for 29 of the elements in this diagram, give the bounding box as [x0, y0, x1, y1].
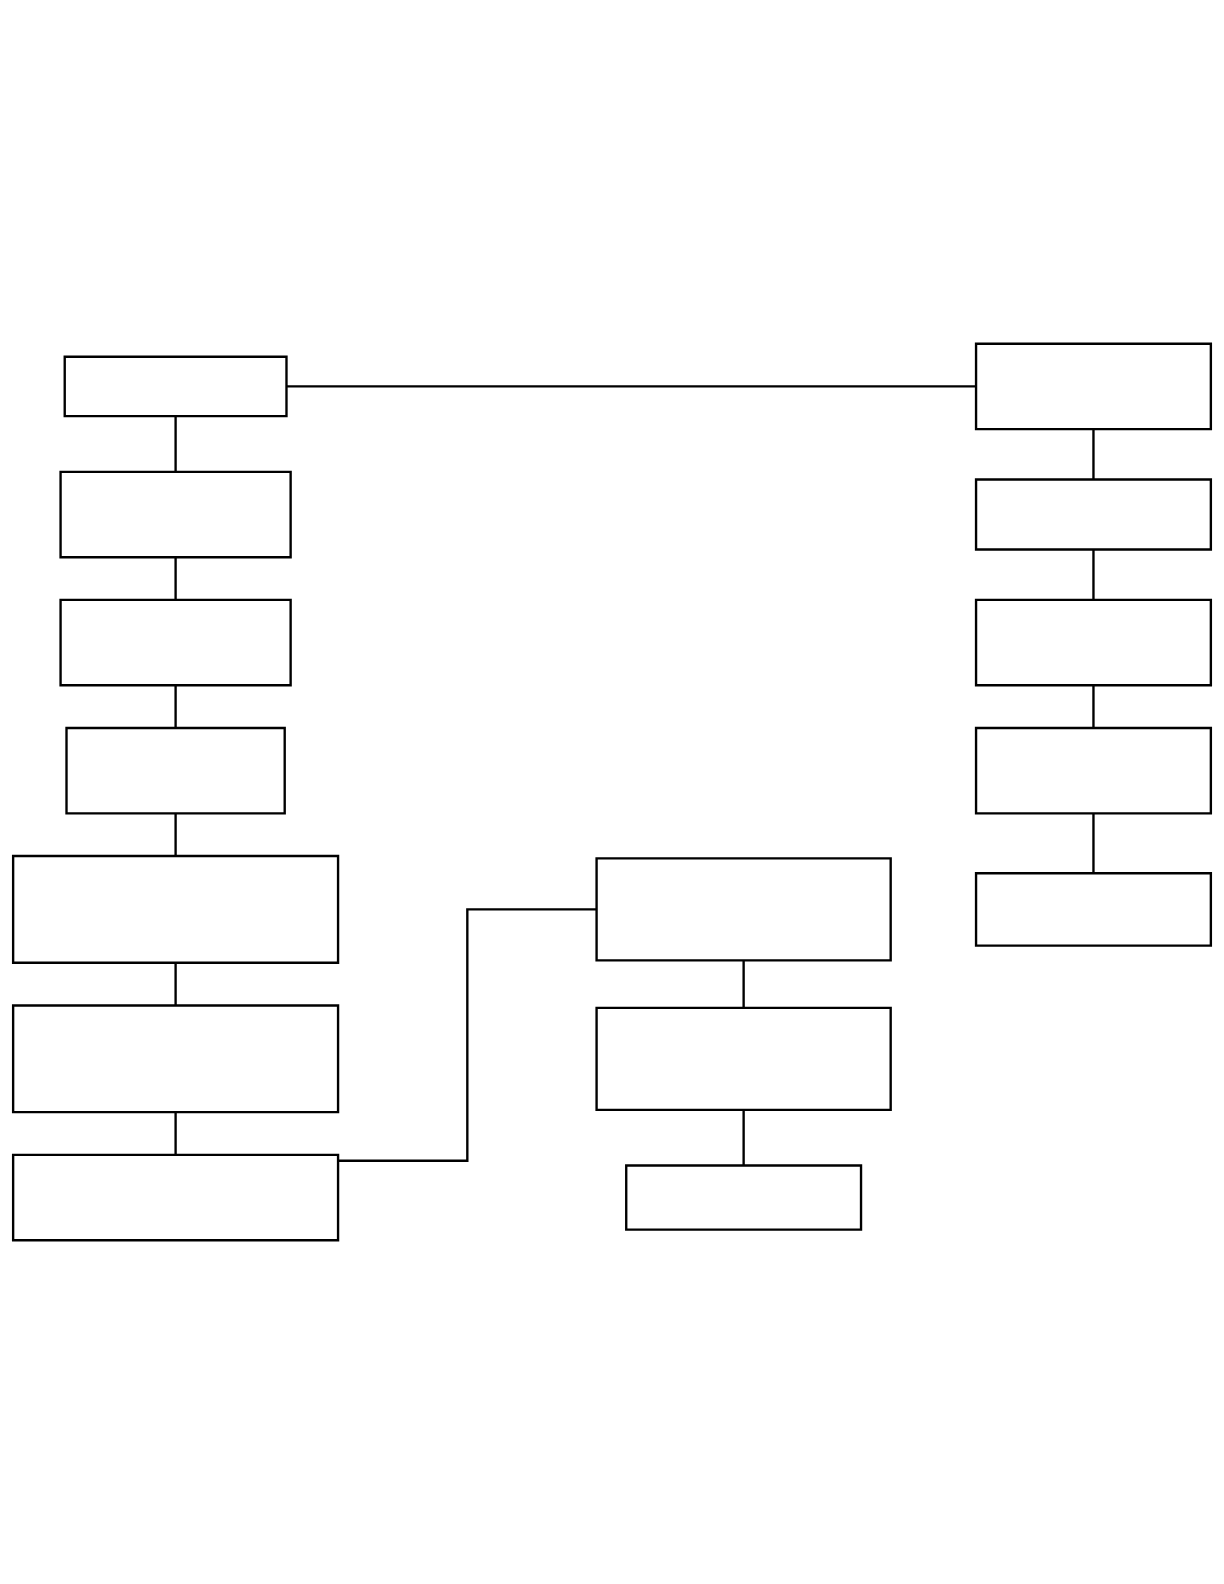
node-box: [625, 1164, 863, 1231]
node-box: [974, 726, 1213, 815]
node-box: [63, 355, 288, 418]
connector: [1092, 685, 1095, 728]
connector: [174, 962, 177, 1006]
node-box: [974, 872, 1213, 947]
connector: [1092, 813, 1095, 874]
node-box: [974, 342, 1213, 431]
node-box: [11, 1004, 340, 1114]
node-box: [11, 854, 340, 964]
node-box: [11, 1153, 340, 1242]
node-box: [974, 478, 1213, 551]
connector: [174, 685, 177, 728]
connector: [286, 385, 976, 388]
node-box: [59, 598, 292, 687]
connector: [1092, 549, 1095, 600]
connector: [742, 960, 745, 1008]
node-box: [974, 598, 1213, 687]
node-box: [65, 726, 286, 815]
connector: [1092, 429, 1095, 480]
connector: [338, 908, 597, 1162]
node-box: [595, 857, 892, 962]
node-box: [59, 470, 292, 559]
connector: [174, 416, 177, 472]
connector: [174, 1112, 177, 1155]
connector: [742, 1110, 745, 1166]
connector: [174, 813, 177, 856]
node-box: [595, 1006, 892, 1111]
connector: [174, 557, 177, 600]
